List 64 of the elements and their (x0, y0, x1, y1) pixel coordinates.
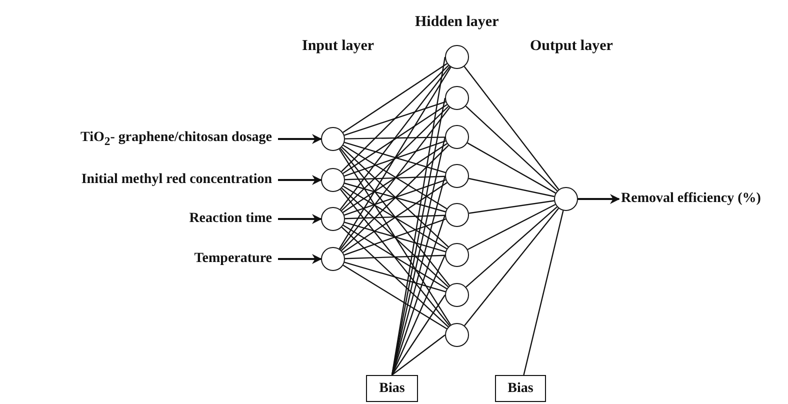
connection-line (391, 214, 446, 376)
connection-line (338, 66, 452, 250)
connection-line (392, 334, 446, 376)
connection-line (344, 254, 446, 260)
connection-line (391, 176, 446, 376)
input-label: Reaction time (189, 211, 272, 227)
connection-line (344, 214, 446, 220)
input-label: TiO$_{2}$- graphene/chitosan dosage (80, 130, 272, 148)
connection-line (523, 210, 564, 376)
hidden-neuron (445, 125, 469, 149)
output-label: Removal efficiency (%) (621, 191, 761, 207)
bias-label: Bias (508, 380, 534, 396)
connection-line (342, 224, 448, 290)
connection-line (340, 66, 450, 210)
connection-line (344, 101, 446, 136)
connection-line (466, 206, 558, 288)
connection-line (468, 200, 554, 214)
input-neuron (321, 207, 345, 231)
connection-line (467, 142, 556, 194)
hidden-neuron (445, 86, 469, 110)
input-neuron (321, 168, 345, 192)
connection-line (464, 66, 560, 190)
connection-line (340, 107, 450, 250)
hidden-neuron (445, 283, 469, 307)
arrow (278, 214, 322, 224)
connection-line (465, 106, 558, 192)
layer-heading: Input layer (302, 38, 374, 55)
layer-heading: Output layer (530, 38, 613, 55)
connection-line (338, 148, 452, 326)
connection-line (342, 104, 448, 174)
hidden-neuron (445, 203, 469, 227)
connection-line (344, 176, 446, 180)
connection-line (342, 63, 448, 133)
hidden-neuron (445, 243, 469, 267)
connection-line (341, 188, 449, 288)
arrow (578, 194, 620, 204)
hidden-neuron (445, 164, 469, 188)
connection-line (391, 254, 446, 376)
input-label: Temperature (194, 251, 272, 267)
input-label: Initial methyl red concentration (81, 172, 272, 188)
connection-line (468, 178, 554, 198)
connection-line (340, 148, 450, 286)
arrow (278, 254, 322, 264)
bias-box (495, 375, 546, 402)
arrow (278, 134, 322, 144)
connection-line (467, 204, 556, 250)
connection-line (341, 106, 449, 212)
output-neuron (554, 187, 578, 211)
connection-line (340, 189, 450, 326)
connection-line (344, 136, 446, 140)
connection-line (342, 264, 448, 330)
connection-line (464, 208, 559, 326)
hidden-neuron (445, 323, 469, 347)
bias-box (366, 375, 418, 402)
connection-line (341, 65, 449, 172)
input-neuron (321, 247, 345, 271)
connection-line (392, 294, 446, 376)
connection-line (341, 226, 449, 328)
bias-label: Bias (379, 380, 405, 396)
input-neuron (321, 127, 345, 151)
hidden-neuron (445, 45, 469, 69)
arrow (278, 175, 322, 185)
connection-line (344, 262, 446, 292)
layer-heading: Hidden layer (415, 14, 499, 31)
